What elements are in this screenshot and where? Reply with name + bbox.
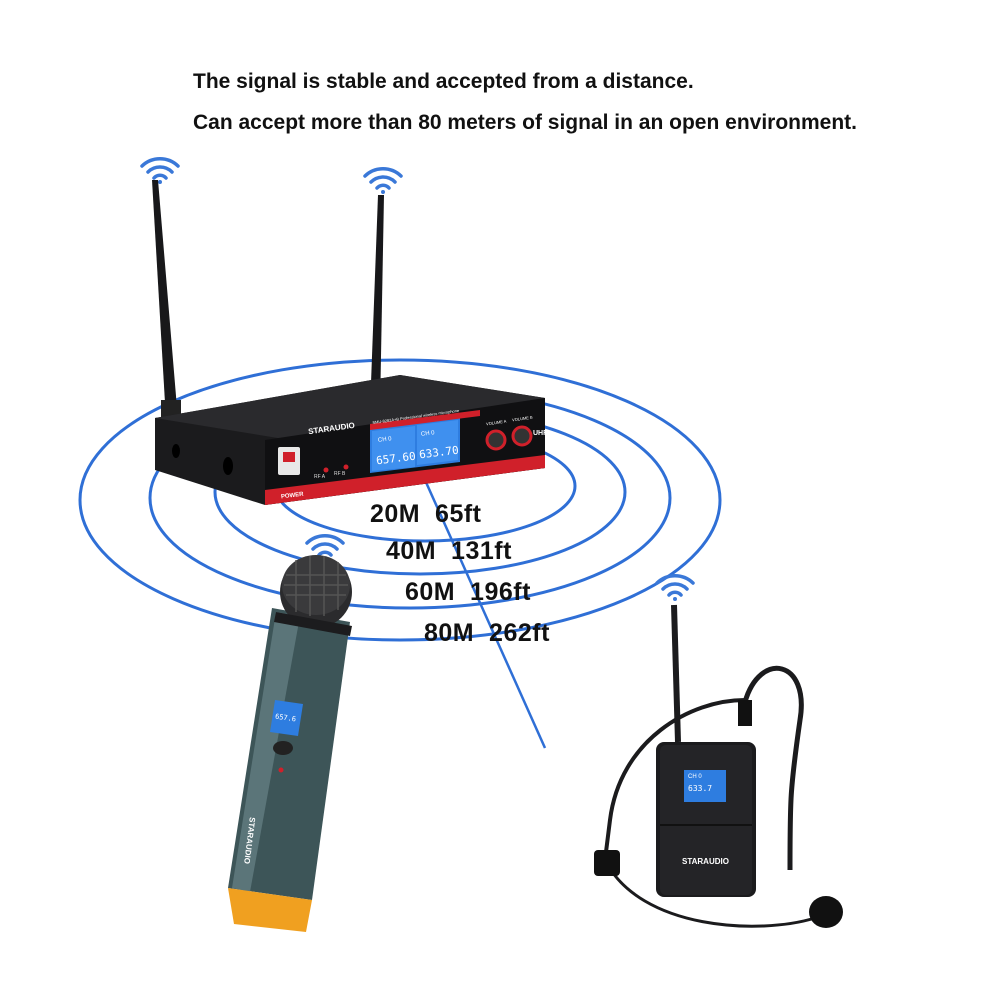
bodypack-display-channel: CH 0 xyxy=(688,774,702,780)
handheld-display xyxy=(270,700,303,736)
range-meters: 40M xyxy=(386,537,437,565)
bodypack-brand: STARAUDIO xyxy=(682,857,729,866)
range-meters: 60M xyxy=(405,578,456,606)
receiver-band-label: UHF xyxy=(533,430,548,437)
volume-b-knob xyxy=(511,425,533,447)
bodypack-transmitter xyxy=(594,604,843,928)
volume-a-knob xyxy=(485,429,507,451)
signal-path-line xyxy=(423,479,547,749)
range-ring-80m xyxy=(78,358,722,642)
range-feet: 262ft xyxy=(489,619,550,647)
handheld-button xyxy=(273,741,293,755)
receiver-rf-b-label: RF B xyxy=(334,471,346,477)
antenna-right xyxy=(370,195,384,410)
antenna-left xyxy=(152,180,178,420)
headline-line-2: Can accept more than 80 meters of signal… xyxy=(193,111,857,134)
range-label-60m: 60M 196ft xyxy=(405,578,531,607)
range-feet: 131ft xyxy=(451,537,512,565)
headline-line-1: The signal is stable and accepted from a… xyxy=(193,70,694,93)
wifi-icon xyxy=(140,157,180,184)
range-meters: 80M xyxy=(424,619,475,647)
wifi-icon xyxy=(655,574,695,601)
wifi-icon xyxy=(363,167,403,194)
range-label-80m: 80M 262ft xyxy=(424,619,550,648)
range-feet: 196ft xyxy=(470,578,531,606)
receiver-rf-a-label: RF A xyxy=(314,474,326,480)
range-feet: 65ft xyxy=(435,500,482,528)
bodypack-display xyxy=(684,770,726,802)
range-meters: 20M xyxy=(370,500,421,528)
bodypack-display-frequency: 633.7 xyxy=(688,784,713,793)
range-label-20m: 20M 65ft xyxy=(370,500,482,529)
headset-mic-foam xyxy=(809,896,843,928)
range-label-40m: 40M 131ft xyxy=(386,537,512,566)
handheld-microphone xyxy=(228,555,352,932)
receiver-unit xyxy=(155,375,545,505)
